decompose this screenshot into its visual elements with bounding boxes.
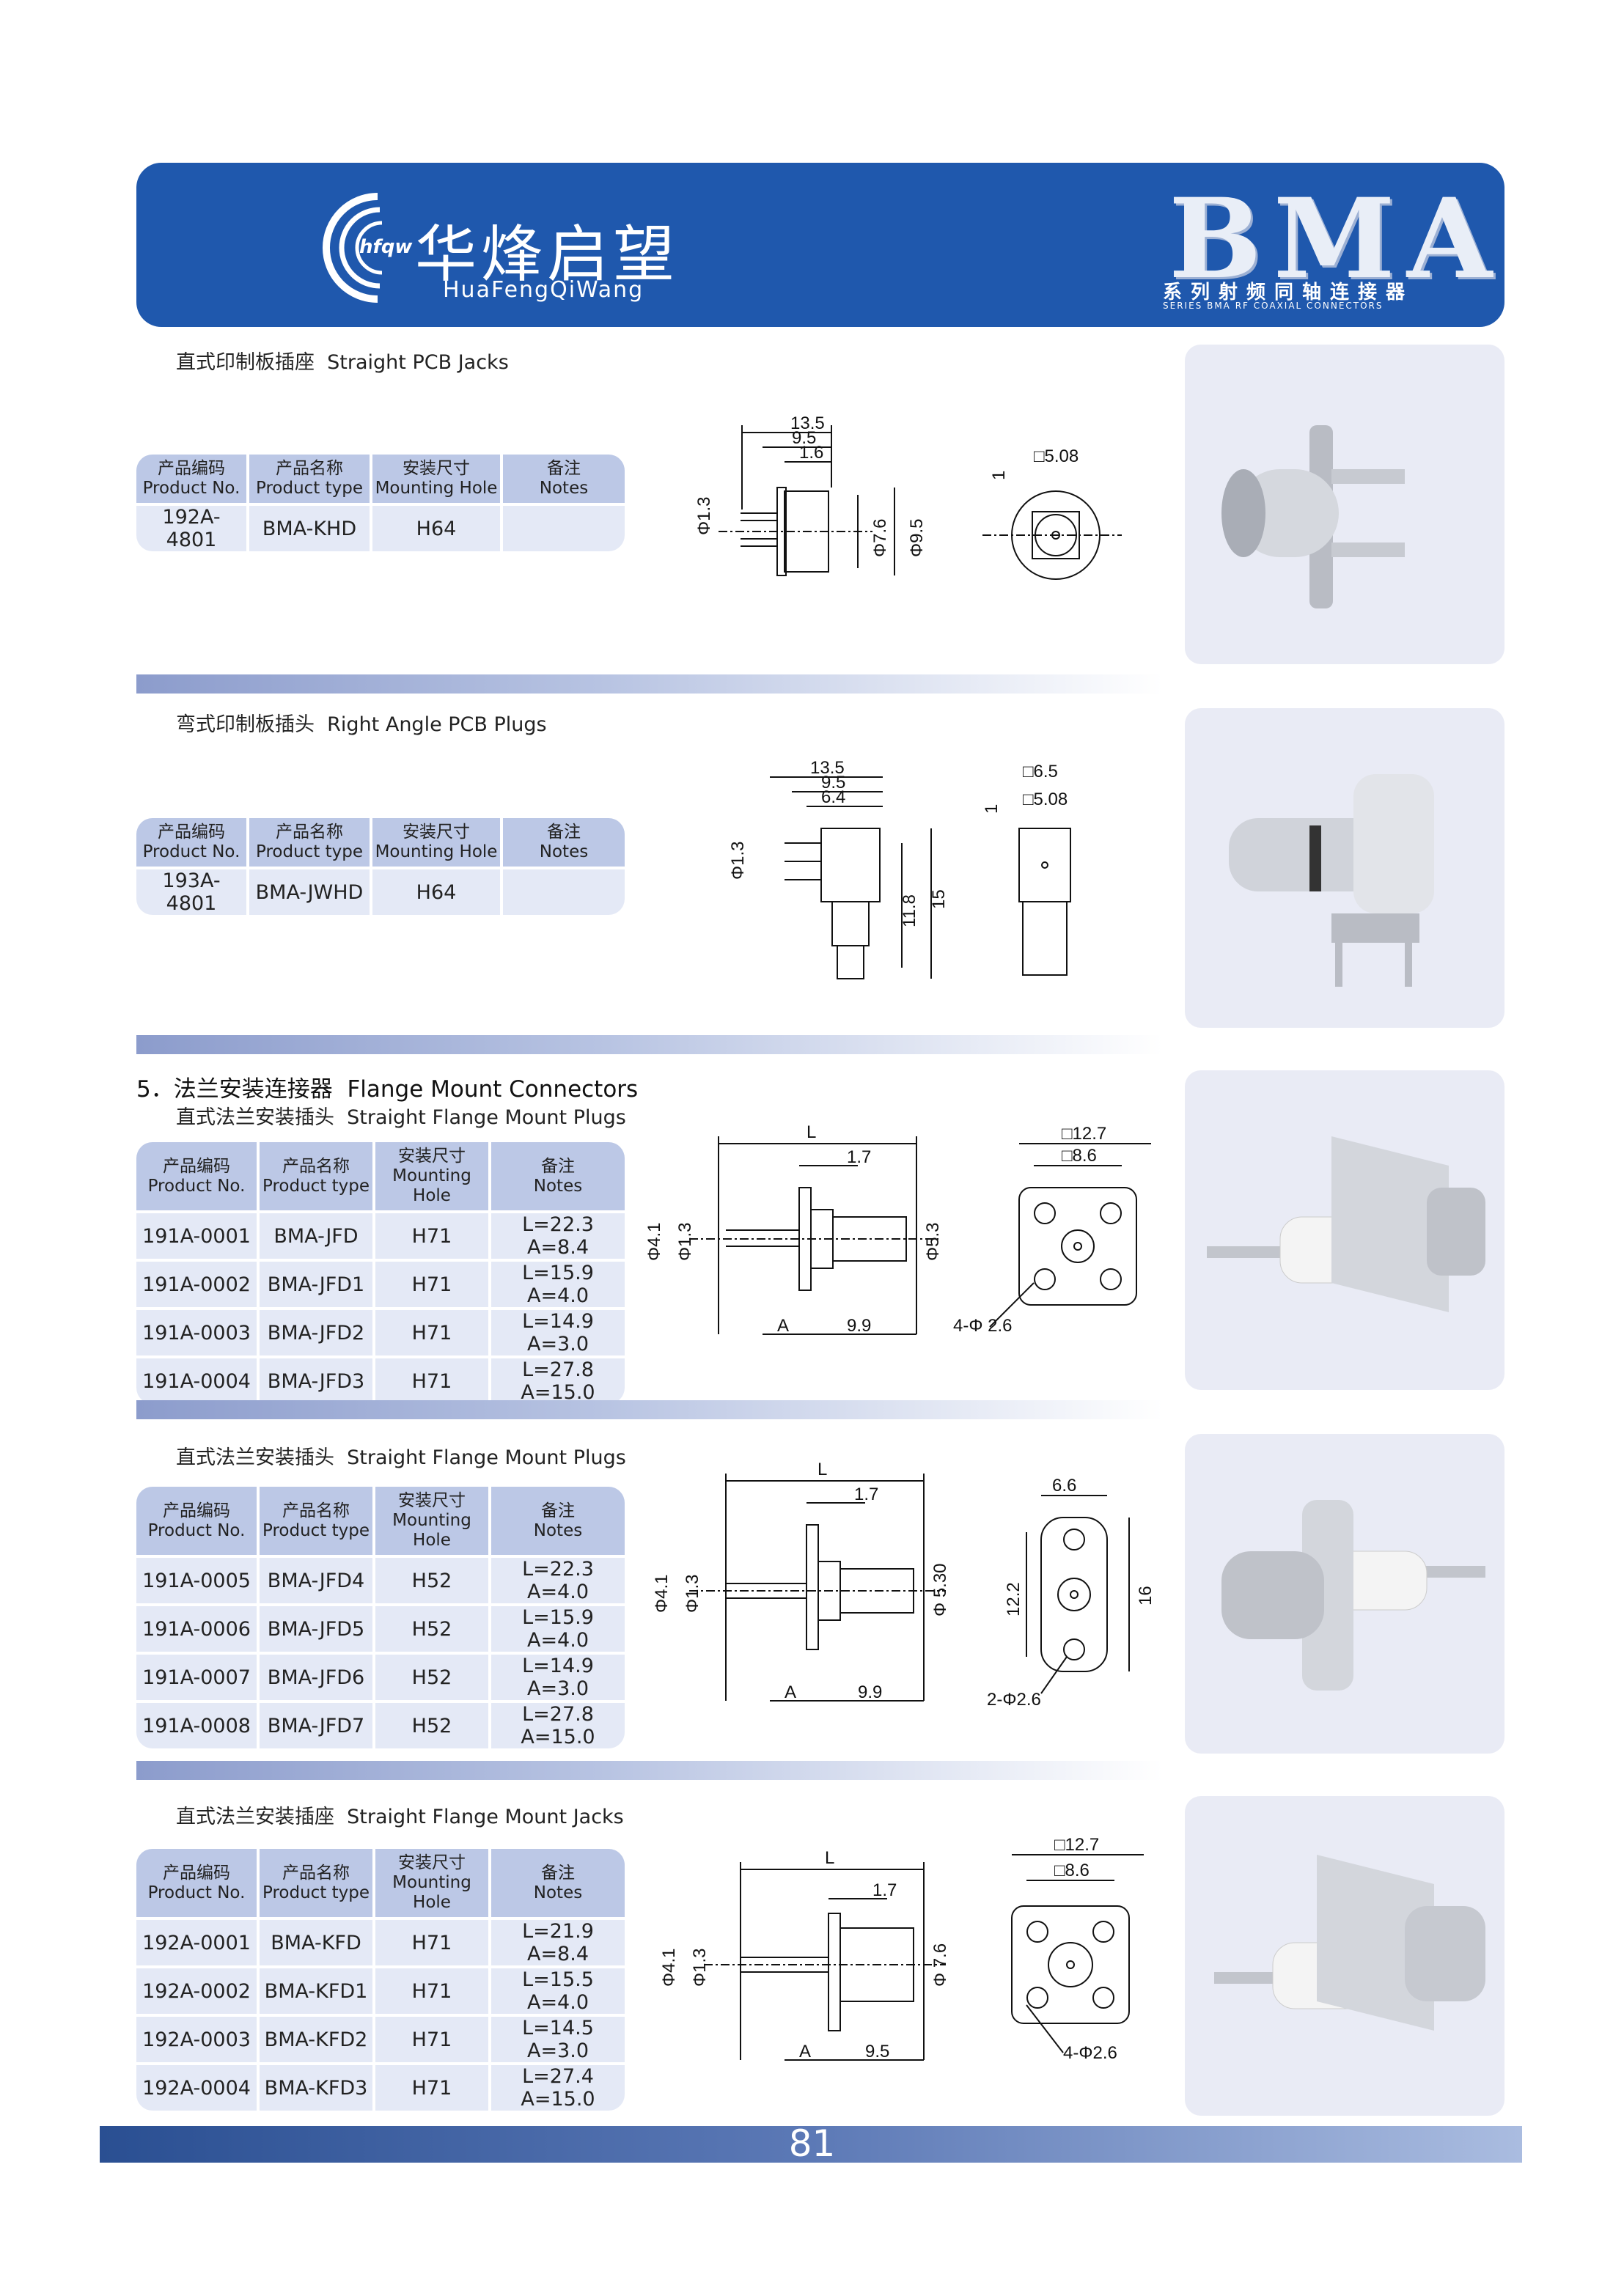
svg-text:Φ7.6: Φ7.6 — [870, 518, 890, 557]
page-number: 81 — [788, 2122, 836, 2165]
drawing-flange-plug-h52: L 1.7 Φ4.1 Φ1.3 Φ 5.30 A 9.9 6.6 12.2 16… — [645, 1452, 1173, 1715]
svg-text:4-Φ2.6: 4-Φ2.6 — [1063, 2043, 1117, 2063]
svg-text:□12.7: □12.7 — [1062, 1124, 1106, 1144]
section-divider — [136, 1035, 1163, 1054]
svg-text:1: 1 — [982, 804, 1002, 814]
svg-text:15: 15 — [929, 889, 949, 909]
svg-text:2-Φ2.6: 2-Φ2.6 — [987, 1690, 1041, 1710]
svg-text:4-Φ 2.6: 4-Φ 2.6 — [953, 1316, 1013, 1336]
svg-text:A: A — [785, 1682, 796, 1702]
svg-text:□8.6: □8.6 — [1062, 1146, 1097, 1166]
svg-text:9.5: 9.5 — [865, 2042, 889, 2061]
section-title-straight-flange-mount-plugs-2: 直式法兰安装插头 Straight Flange Mount Plugs — [176, 1446, 626, 1469]
svg-text:Φ 7.6: Φ 7.6 — [930, 1943, 950, 1987]
svg-text:L: L — [807, 1122, 816, 1142]
photo-straight-pcb-jack — [1185, 345, 1504, 664]
series-subtitle-en: SERIES BMA RF COAXIAL CONNECTORS — [1163, 301, 1384, 311]
svg-text:□6.5: □6.5 — [1023, 762, 1058, 781]
svg-text:13.5: 13.5 — [810, 758, 845, 778]
svg-text:Φ 5.30: Φ 5.30 — [930, 1563, 950, 1616]
series-subtitle-cn: 系列射频同轴连接器 — [1163, 282, 1414, 304]
svg-text:Φ9.5: Φ9.5 — [907, 518, 927, 557]
svg-text:Φ1.3: Φ1.3 — [694, 496, 714, 535]
svg-text:1.7: 1.7 — [872, 1880, 897, 1900]
svg-text:9.9: 9.9 — [858, 1682, 882, 1702]
svg-text:□12.7: □12.7 — [1054, 1835, 1099, 1855]
svg-text:1.6: 1.6 — [799, 443, 823, 463]
drawing-straight-pcb-jack: 13.5 9.5 1.6 Φ1.3 Φ7.6 Φ9.5 1 □5.08 — [689, 411, 1144, 601]
svg-text:L: L — [817, 1460, 827, 1479]
section-divider — [136, 1400, 1163, 1419]
footer-bar — [100, 2126, 1522, 2163]
section-title-right-angle-pcb-plugs: 弯式印制板插头 Right Angle PCB Plugs — [176, 713, 547, 736]
svg-text:16: 16 — [1136, 1586, 1155, 1605]
svg-text:L: L — [825, 1848, 834, 1868]
series-title: BMA — [1169, 174, 1504, 304]
svg-text:Φ4.1: Φ4.1 — [645, 1222, 664, 1261]
svg-text:□5.08: □5.08 — [1034, 446, 1079, 466]
svg-text:9.5: 9.5 — [821, 773, 845, 792]
section-divider — [136, 1761, 1163, 1780]
svg-text:□8.6: □8.6 — [1054, 1861, 1090, 1880]
svg-text:Φ5.3: Φ5.3 — [923, 1222, 943, 1261]
svg-text:9.5: 9.5 — [792, 428, 816, 448]
drawing-flange-jack: L 1.7 Φ4.1 Φ1.3 Φ 7.6 A 9.5 □12.7 □8.6 4… — [653, 1825, 1166, 2075]
brand-name-en: HuaFengQiWang — [443, 277, 644, 303]
svg-text:6.4: 6.4 — [821, 787, 845, 807]
logo-mark-text: hfqw — [359, 236, 413, 258]
svg-text:A: A — [777, 1316, 789, 1336]
svg-text:Φ1.3: Φ1.3 — [690, 1948, 710, 1987]
svg-text:A: A — [799, 2042, 811, 2061]
svg-text:Φ4.1: Φ4.1 — [659, 1948, 679, 1987]
svg-text:6.6: 6.6 — [1052, 1476, 1076, 1496]
svg-text:Φ4.1: Φ4.1 — [652, 1574, 672, 1613]
svg-text:1: 1 — [989, 471, 1009, 480]
section-title-straight-flange-mount-jacks: 直式法兰安装插座 Straight Flange Mount Jacks — [176, 1806, 624, 1828]
photo-flange-plug-h52 — [1185, 1434, 1504, 1754]
svg-text:Φ1.3: Φ1.3 — [675, 1222, 695, 1261]
svg-text:1.7: 1.7 — [847, 1147, 871, 1167]
drawing-flange-plug-h71: L 1.7 Φ4.1 Φ1.3 Φ5.3 A 9.9 □12.7 □8.6 4-… — [644, 1114, 1173, 1349]
drawing-right-angle-pcb-plug: 13.5 9.5 6.4 Φ1.3 11.8 15 1 □6.5 □5.08 — [719, 748, 1100, 982]
svg-text:12.2: 12.2 — [1004, 1582, 1024, 1616]
brand-name-cn: 华烽启望 — [415, 218, 680, 290]
svg-text:Φ1.3: Φ1.3 — [728, 841, 748, 880]
section-divider — [136, 674, 1163, 694]
svg-text:□5.08: □5.08 — [1023, 790, 1068, 809]
svg-text:9.9: 9.9 — [847, 1316, 871, 1336]
svg-text:11.8: 11.8 — [900, 894, 919, 927]
company-logo — [293, 189, 440, 306]
svg-text:13.5: 13.5 — [790, 413, 825, 433]
section-title-straight-pcb-jacks: 直式印制板插座 Straight PCB Jacks — [176, 351, 509, 374]
photo-right-angle-pcb-plug — [1185, 708, 1504, 1028]
photo-flange-jack — [1185, 1796, 1504, 2116]
svg-text:1.7: 1.7 — [854, 1485, 878, 1504]
chapter-heading: 5．法兰安装连接器 Flange Mount Connectors — [136, 1076, 639, 1103]
photo-flange-plug-h71 — [1185, 1070, 1504, 1390]
section-title-straight-flange-mount-plugs: 直式法兰安装插头 Straight Flange Mount Plugs — [176, 1106, 626, 1129]
svg-text:Φ1.3: Φ1.3 — [683, 1574, 702, 1613]
